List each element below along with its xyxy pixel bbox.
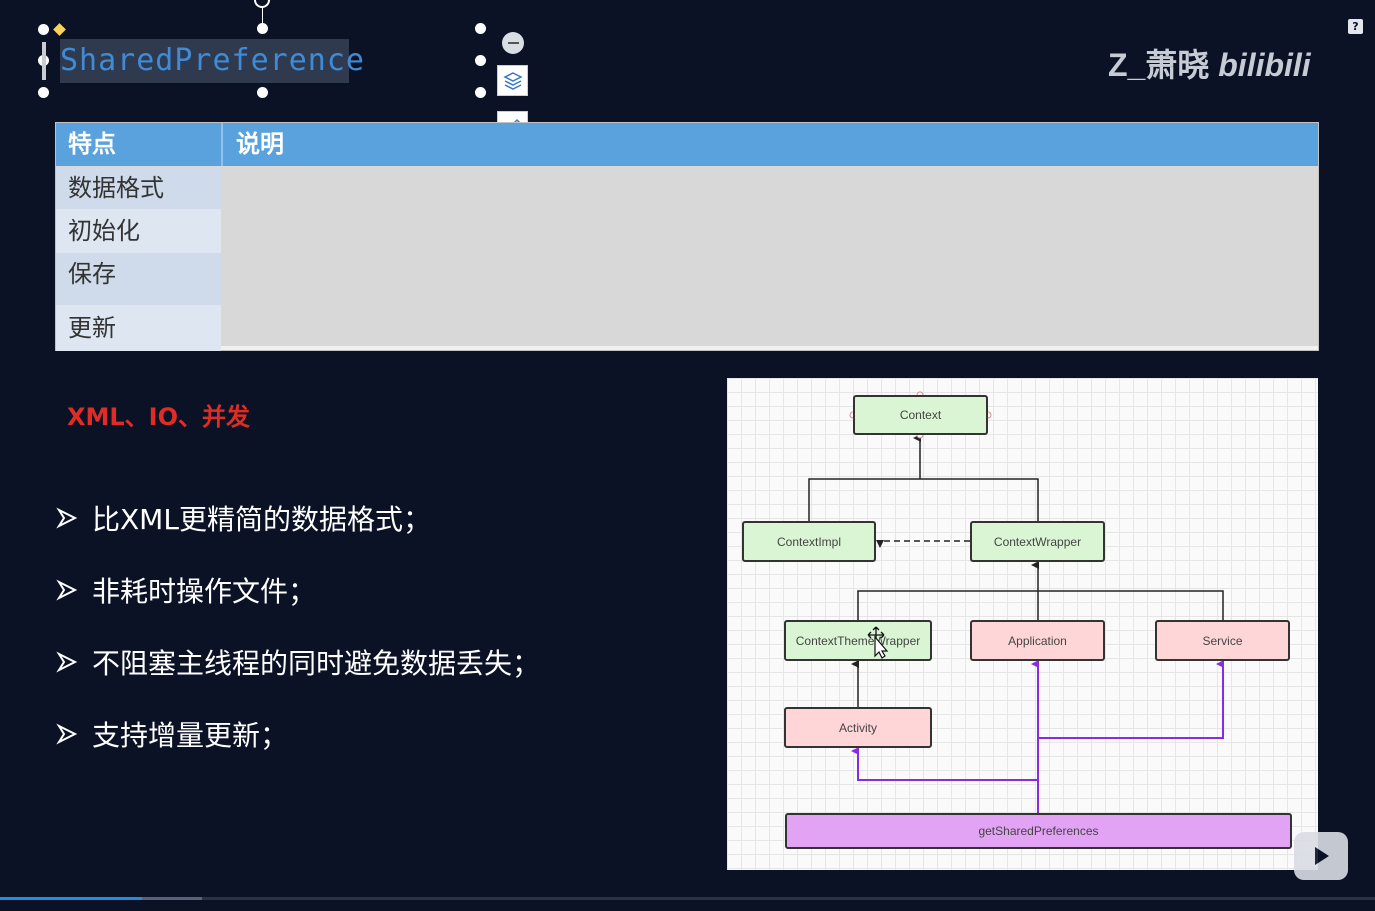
bullet-item: 支持增量更新； bbox=[56, 714, 288, 754]
selection-handle[interactable] bbox=[475, 23, 486, 34]
node-activity[interactable]: Activity bbox=[784, 707, 932, 748]
play-button[interactable] bbox=[1294, 832, 1348, 880]
uploader-watermark: Z_萧晓 bilibili bbox=[1108, 40, 1311, 86]
bullet-item: 非耗时操作文件； bbox=[56, 570, 316, 610]
bilibili-logo: bilibili bbox=[1218, 47, 1311, 83]
node-context-theme-wrapper[interactable]: ContextThemeWrapper bbox=[784, 620, 932, 661]
text-cursor bbox=[42, 42, 46, 80]
help-icon[interactable]: ? bbox=[1348, 19, 1363, 34]
node-application[interactable]: Application bbox=[970, 620, 1105, 661]
table-header: 特点 说明 bbox=[56, 123, 1318, 166]
table-row-label: 更新 bbox=[56, 305, 221, 351]
table-row-label: 保存 bbox=[56, 253, 221, 305]
play-icon bbox=[1315, 847, 1329, 865]
node-service[interactable]: Service bbox=[1155, 620, 1290, 661]
adjust-diamond-handle[interactable] bbox=[53, 23, 66, 36]
arrow-bullet-icon bbox=[56, 723, 78, 745]
table-row-label: 初始化 bbox=[56, 209, 221, 253]
usage-connector bbox=[851, 747, 1038, 781]
tech-tags: XML、IO、并发 bbox=[67, 403, 251, 431]
table-header-feature: 特点 bbox=[68, 130, 116, 158]
arrow-bullet-icon bbox=[56, 507, 78, 529]
table-bottom-border bbox=[221, 346, 1318, 350]
progress-buffer bbox=[142, 897, 202, 900]
bullet-text: 非耗时操作文件； bbox=[92, 575, 317, 608]
progress-fill bbox=[0, 897, 142, 900]
diagram-connectors bbox=[808, 391, 1224, 813]
arrow-bullet-icon bbox=[56, 579, 78, 601]
uploader-name: Z_萧晓 bbox=[1108, 47, 1219, 83]
move-cursor-icon bbox=[867, 626, 889, 659]
collapse-toolbar-button[interactable] bbox=[502, 32, 524, 54]
node-context[interactable]: Context bbox=[853, 395, 988, 435]
selection-handle[interactable] bbox=[257, 23, 268, 34]
connector bbox=[857, 590, 1224, 620]
bullet-item: 比XML更精简的数据格式； bbox=[56, 498, 431, 538]
rotate-stem bbox=[262, 6, 263, 24]
selection-handle[interactable] bbox=[38, 24, 49, 35]
selection-handle[interactable] bbox=[38, 87, 49, 98]
table-row-label: 数据格式 bbox=[56, 167, 221, 209]
progress-track[interactable] bbox=[0, 897, 1375, 900]
bullet-text: 不阻塞主线程的同时避免数据丢失； bbox=[92, 647, 541, 680]
table-header-description: 说明 bbox=[236, 130, 284, 158]
feature-table: 特点 说明 数据格式 初始化 保存 更新 bbox=[55, 122, 1319, 351]
minus-icon bbox=[507, 42, 519, 44]
header-divider bbox=[221, 123, 223, 166]
bullet-text: 比XML更精简的数据格式； bbox=[92, 503, 431, 536]
usage-connector bbox=[1038, 660, 1224, 739]
context-class-diagram: Context ContextImpl ContextWrapper Conte… bbox=[727, 378, 1318, 870]
connector bbox=[808, 478, 1039, 521]
slide-title[interactable]: SharedPreference bbox=[60, 39, 364, 83]
layers-button[interactable] bbox=[497, 65, 528, 96]
layers-icon bbox=[502, 71, 523, 90]
bullet-item: 不阻塞主线程的同时避免数据丢失； bbox=[56, 642, 540, 682]
node-get-shared-preferences[interactable]: getSharedPreferences bbox=[785, 813, 1292, 849]
node-context-wrapper[interactable]: ContextWrapper bbox=[970, 521, 1105, 562]
selection-handle[interactable] bbox=[257, 87, 268, 98]
bullet-text: 支持增量更新； bbox=[92, 719, 289, 752]
node-context-impl[interactable]: ContextImpl bbox=[742, 521, 876, 562]
selection-handle[interactable] bbox=[475, 87, 486, 98]
arrow-bullet-icon bbox=[56, 651, 78, 673]
selection-handle[interactable] bbox=[475, 55, 486, 66]
